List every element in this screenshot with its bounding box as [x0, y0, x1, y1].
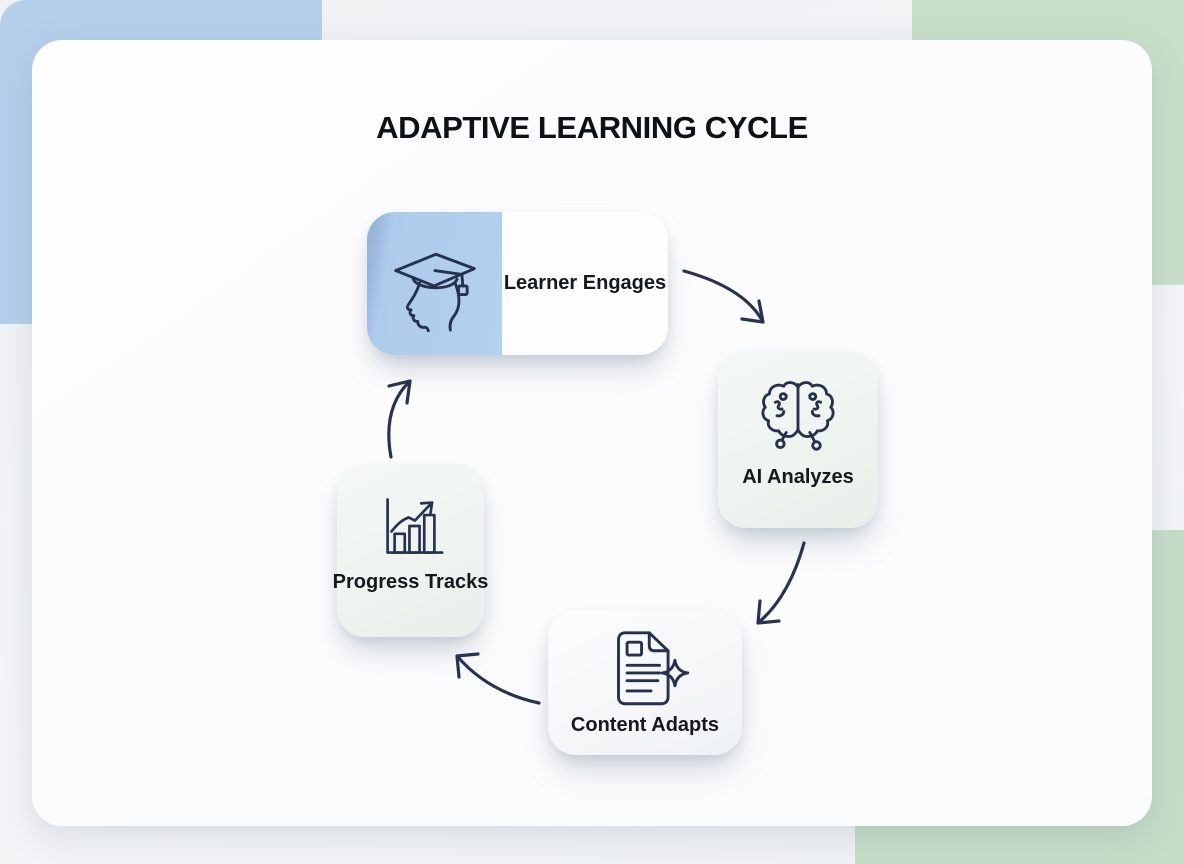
- node-progress-tracks: Progress Tracks: [333, 465, 488, 637]
- node-label-content-adapts: Content Adapts: [570, 714, 720, 736]
- node-learner-engages: Learner Engages: [367, 212, 668, 355]
- node-label-progress-tracks: Progress Tracks: [332, 571, 489, 593]
- node-ai-analyzes: AI Analyzes: [718, 352, 878, 528]
- node-content-adapts: Content Adapts: [548, 610, 742, 755]
- brain-icon: [761, 381, 835, 451]
- learner-icon-tile: [367, 212, 502, 355]
- graduation-cap-head-icon: [393, 252, 476, 332]
- node-label-learner-engages: Learner Engages: [503, 272, 667, 294]
- document-sparkle-icon: [617, 631, 690, 706]
- bar-chart-trend-icon: [385, 498, 444, 554]
- page-title: ADAPTIVE LEARNING CYCLE: [376, 110, 808, 145]
- node-label-ai-analyzes: AI Analyzes: [742, 466, 854, 488]
